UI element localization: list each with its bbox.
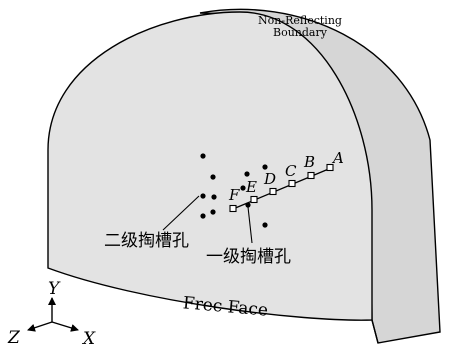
- non-reflecting-label-line2: Boundary: [273, 26, 328, 39]
- secondary-cut-holes-label: 二级掏槽孔: [104, 231, 189, 251]
- z-axis-arrow: [27, 321, 53, 332]
- point-label-e: E: [245, 178, 257, 196]
- model-bottom-edge: [371, 319, 379, 344]
- coordinate-axes: Y Z X: [7, 279, 96, 349]
- gauge-point-f: [229, 204, 237, 213]
- primary-cut-holes-label: 一级掏槽孔: [206, 247, 291, 267]
- x-axis-label: X: [81, 329, 96, 349]
- tunnel-model: [47, 8, 441, 344]
- gauge-point-d: [269, 187, 277, 196]
- gauge-point-c: [288, 179, 296, 188]
- secondary-cut-holes: [200, 153, 217, 219]
- primary-cut-holes: [240, 164, 268, 228]
- primary-holes-leader: [247, 206, 253, 244]
- gauge-line: [229, 163, 334, 213]
- point-label-a: A: [331, 149, 344, 167]
- gauge-point-a: [326, 163, 334, 172]
- point-label-d: D: [263, 170, 276, 188]
- secondary-holes-leader: [162, 195, 200, 231]
- point-label-f: F: [228, 186, 240, 204]
- x-axis-arrow: [51, 321, 79, 332]
- z-axis-label: Z: [7, 328, 21, 348]
- non-reflecting-label-line1: Non-Reflecting: [258, 14, 342, 27]
- free-face: [47, 11, 373, 321]
- gauge-point-b: [307, 171, 315, 180]
- point-label-b: B: [303, 153, 315, 171]
- y-axis-label: Y: [48, 279, 61, 299]
- point-label-c: C: [285, 162, 297, 180]
- gauge-point-e: [250, 195, 258, 204]
